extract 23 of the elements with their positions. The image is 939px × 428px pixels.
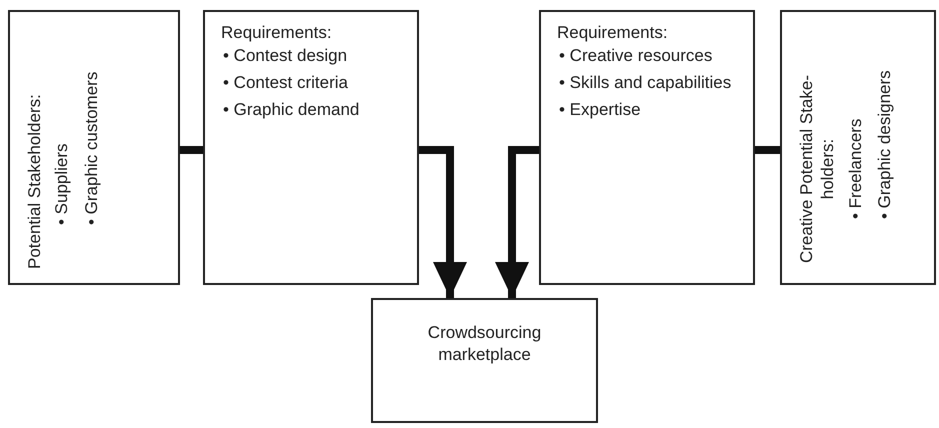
bullet-item: • Graphic customers bbox=[81, 70, 102, 225]
heading: Requirements: bbox=[557, 22, 669, 44]
bullet-item: • Graphic demand bbox=[223, 99, 360, 122]
process-box bbox=[203, 10, 419, 285]
bullet-item: • Freelancers bbox=[844, 118, 866, 219]
heading: Potential Stakeholders: bbox=[24, 93, 45, 269]
bullet-item: • Creative resources bbox=[559, 45, 714, 68]
connector-line bbox=[755, 146, 780, 154]
process-box bbox=[371, 298, 598, 423]
bullet-item: • Contest design bbox=[223, 45, 348, 68]
heading: Creative Potential Stake- holders: bbox=[796, 74, 838, 266]
bullet-item: • Suppliers bbox=[51, 142, 72, 225]
process-box bbox=[780, 10, 936, 285]
node-label: Crowdsourcing marketplace bbox=[426, 322, 542, 366]
process-box bbox=[8, 10, 180, 285]
bullet-item: • Expertise bbox=[559, 99, 642, 122]
arrow bbox=[495, 146, 539, 298]
process-box bbox=[539, 10, 755, 285]
heading: Requirements: bbox=[221, 22, 333, 44]
bullet-item: • Graphic designers bbox=[874, 69, 896, 219]
bullet-item: • Contest criteria bbox=[223, 72, 349, 94]
connector-line bbox=[180, 146, 203, 154]
bullet-item: • Skills and capabilities bbox=[559, 72, 732, 94]
